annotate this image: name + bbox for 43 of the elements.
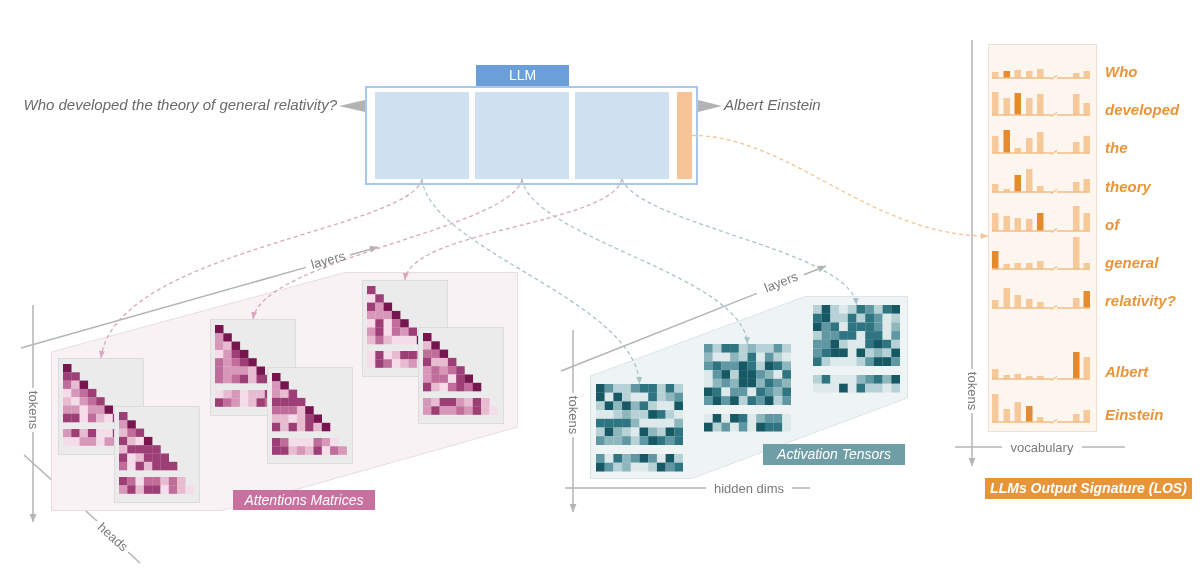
axis-label: layers (309, 248, 347, 272)
attention-heatmap (267, 367, 353, 464)
wedge-connector (698, 100, 722, 112)
token-word: of (1105, 216, 1120, 234)
token-word: the (1105, 139, 1128, 157)
answer-text: Albert Einstein (724, 96, 821, 114)
axis-label: vocabulary (1010, 439, 1074, 455)
dashed-arrow (404, 178, 623, 281)
llm-tab: LLM (476, 65, 569, 86)
wedge-connector (339, 100, 365, 112)
layer-block (375, 92, 469, 179)
axis-label: layers (762, 268, 800, 296)
panel-tag: LLMs Output Signature (LOS) (985, 478, 1192, 499)
dashed-arrow (691, 134, 989, 239)
token-word: theory (1105, 178, 1151, 196)
activation-heatmap (596, 384, 683, 472)
axis-label: tokens (25, 390, 41, 430)
dashed-arrow (252, 178, 523, 320)
activation-heatmap (813, 305, 900, 393)
token-word: relativity? (1105, 292, 1176, 310)
attention-heatmap (418, 327, 504, 424)
question-text: Who developed the theory of general relativity? (23, 96, 337, 114)
token-word: Who (1105, 63, 1138, 81)
token-word: general (1105, 254, 1159, 272)
dashed-arrow (521, 178, 749, 345)
attention-panel (51, 272, 518, 511)
token-word: developed (1105, 101, 1180, 119)
activation-heatmap (704, 344, 791, 432)
output-bar (677, 92, 692, 179)
axis-label: tokens (565, 395, 581, 435)
panel-tag: Attentions Matrices (233, 490, 375, 510)
dashed-arrow (421, 178, 641, 385)
panel-tag: Activation Tensors (763, 444, 905, 465)
layer-block (475, 92, 569, 179)
attention-heatmap (114, 406, 200, 503)
axis-label: hidden dims (713, 480, 785, 496)
token-word: Albert (1105, 363, 1149, 381)
axis-label: tokens (964, 371, 980, 411)
activation-panel (590, 296, 908, 479)
layer-block (575, 92, 669, 179)
dashed-arrow (100, 178, 423, 359)
dashed-arrow (621, 178, 858, 306)
token-word: Einstein (1105, 406, 1164, 424)
